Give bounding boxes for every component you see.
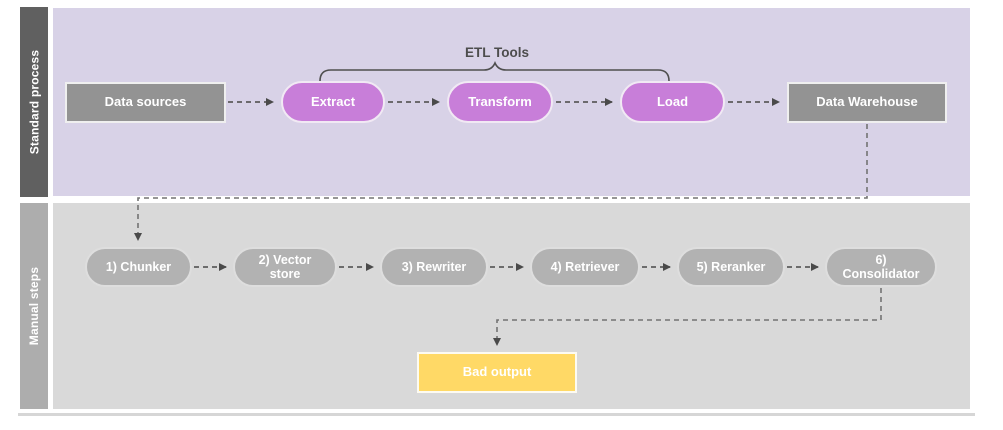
lane-manual-steps-header: Manual steps (20, 203, 48, 409)
node-rewriter: 3) Rewriter (380, 247, 488, 287)
node-retriever: 4) Retriever (530, 247, 640, 287)
diagram-bottom-divider (18, 413, 975, 416)
node-load: Load (620, 81, 725, 123)
node-reranker: 5) Reranker (677, 247, 785, 287)
node-data-warehouse: Data Warehouse (787, 82, 947, 123)
node-vector-store: 2) Vector store (233, 247, 337, 287)
node-transform: Transform (447, 81, 553, 123)
node-data-sources: Data sources (65, 82, 226, 123)
etl-tools-annotation: ETL Tools (465, 45, 529, 60)
node-chunker: 1) Chunker (85, 247, 192, 287)
lane-standard-process-label: Standard process (27, 49, 42, 155)
lane-manual-steps-label: Manual steps (27, 266, 42, 346)
node-consolidator: 6) Consolidator (825, 247, 937, 287)
node-bad-output: Bad output (417, 352, 577, 393)
lane-standard-process-header: Standard process (20, 7, 48, 197)
node-extract: Extract (281, 81, 385, 123)
